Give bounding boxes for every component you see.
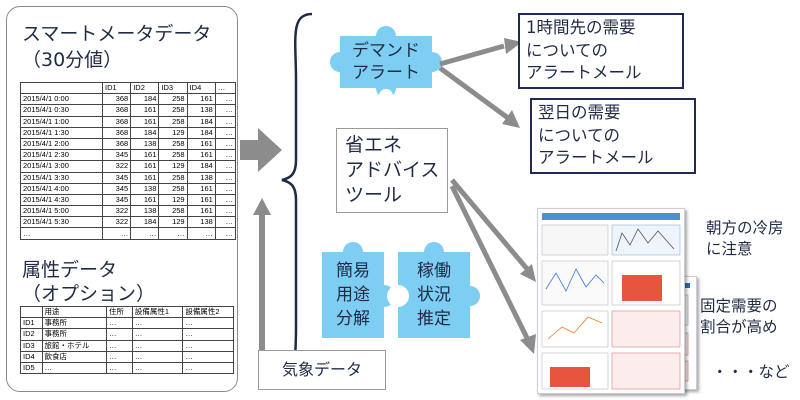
demand-alert-puzzle xyxy=(330,26,442,98)
weather-arrow xyxy=(253,198,271,350)
table-cell: 2015/4/1 3:30 xyxy=(20,171,103,184)
energy-advice-tool-box: 省エネ アドバイス ツール xyxy=(336,128,449,213)
table-cell: … xyxy=(214,160,237,173)
attribute-data-title: 属性データ xyxy=(22,259,118,281)
table-cell: 138 xyxy=(130,182,160,195)
note-fixed-demand: 固定需要の 割合が高め xyxy=(700,297,778,336)
simple-use-label: 簡易 用途 分解 xyxy=(336,261,370,329)
curly-brace xyxy=(281,12,313,387)
weather-data-box: 気象データ xyxy=(258,350,386,390)
table-cell: … xyxy=(182,361,234,375)
table-cell: 2015/4/1 2:30 xyxy=(20,149,103,162)
attribute-data-subtitle: （オプション） xyxy=(22,283,156,305)
table-cell: … xyxy=(214,171,237,184)
table-cell: 161 xyxy=(186,193,216,207)
table-cell: 161 xyxy=(186,205,216,218)
table-cell: … xyxy=(214,137,237,151)
table-cell: … xyxy=(214,227,237,240)
table-cell: … xyxy=(214,205,237,218)
table-cell: … xyxy=(214,216,237,229)
operation-status-label: 稼働 状況 推定 xyxy=(417,261,451,329)
table-cell: 129 xyxy=(158,160,188,173)
table-cell: 2015/4/1 2:00 xyxy=(20,137,103,151)
table-cell: 184 xyxy=(186,160,216,173)
meter-data-subtitle: （30分値） xyxy=(22,49,123,71)
table-row: ID5………… xyxy=(20,361,234,375)
demand-alert-label: デマンド アラート xyxy=(352,41,420,83)
alert-mail-nextday: 翌日の需要 についての アラートメール xyxy=(530,98,696,174)
table-cell: 258 xyxy=(158,137,188,151)
table-cell: 2015/4/1 5:00 xyxy=(20,205,103,218)
table-cell: … xyxy=(20,227,103,240)
table-cell: … xyxy=(41,361,108,375)
main-flow-arrow xyxy=(240,128,282,172)
report-thumbnail-front xyxy=(537,208,685,394)
table-cell: 161 xyxy=(186,182,216,195)
table-cell: … xyxy=(106,361,133,375)
alert-mail-1hour: 1時間先の需要 についての アラートメール xyxy=(518,13,684,89)
table-cell: 368 xyxy=(101,137,132,151)
note-etc: ・・・など xyxy=(712,363,790,381)
table-cell: 258 xyxy=(158,182,188,195)
table-cell: … xyxy=(186,227,216,240)
table-cell: 368 xyxy=(101,126,132,139)
table-cell: 345 xyxy=(101,149,132,162)
table-row: ……………… xyxy=(20,227,237,240)
operation-puzzle xyxy=(398,242,480,338)
table-cell: … xyxy=(214,182,237,195)
table-cell: ID5 xyxy=(20,361,43,375)
output-arrows xyxy=(438,38,536,354)
meter-data-title: スマートメータデータ xyxy=(22,23,212,45)
table-cell: … xyxy=(214,126,237,139)
table-cell: … xyxy=(214,149,237,162)
simple-use-puzzle xyxy=(322,242,395,338)
table-cell: … xyxy=(214,193,237,207)
note-morning-cooling: 朝方の冷房 に注意 xyxy=(706,219,784,258)
table-cell: 138 xyxy=(186,171,216,184)
